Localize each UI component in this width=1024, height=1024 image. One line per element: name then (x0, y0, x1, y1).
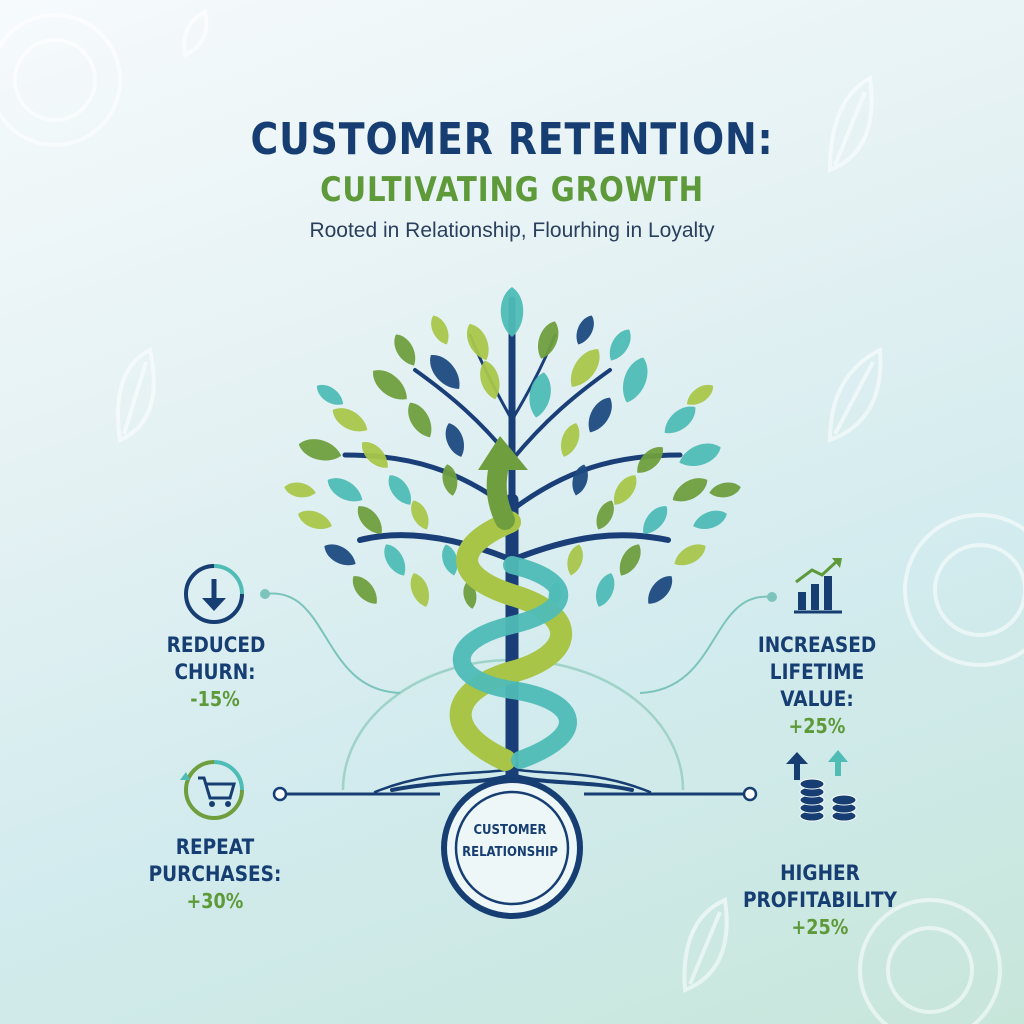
leaf-outline-icon (827, 346, 883, 443)
bar-chart-icon (794, 558, 842, 614)
leaf (500, 287, 524, 337)
metric-reduced-churn: REDUCED CHURN: -15% (166, 632, 266, 713)
leaf (431, 315, 449, 345)
metric-value: +25% (788, 714, 846, 738)
leaf (373, 370, 407, 400)
leaf (410, 573, 429, 607)
leaf (672, 478, 708, 502)
leaf (674, 544, 706, 566)
metric-label-line-1: REPEAT (175, 835, 255, 859)
core-label: CUSTOMER RELATIONSHIP (447, 820, 573, 864)
leaf (362, 442, 388, 468)
metric-value: +30% (186, 889, 244, 913)
tree-roots (373, 768, 652, 798)
leaf (352, 576, 377, 604)
metric-label-line-2: PROFITABILITY (742, 888, 898, 912)
leaf (529, 372, 551, 418)
leaf (430, 355, 460, 389)
leaf (679, 443, 721, 466)
leaf (561, 423, 580, 457)
core-label-line-2: RELATIONSHIP (462, 845, 558, 860)
leaf (388, 475, 412, 505)
connector-ltv (639, 595, 773, 694)
leaf (619, 544, 641, 576)
leaf (596, 500, 614, 530)
leaf (570, 349, 600, 387)
metric-label-line-1: REDUCED (166, 633, 266, 657)
leaf (384, 544, 406, 576)
metric-label-line-1: INCREASED (757, 633, 877, 657)
leaf (609, 329, 631, 361)
metric-repeat-purchases: REPEAT PURCHASES: +30% (140, 834, 290, 915)
leaf (408, 402, 432, 438)
leaf (442, 464, 458, 496)
leaf-outline-icon (827, 74, 874, 173)
leaf (324, 544, 356, 566)
leaf (445, 423, 464, 457)
leaf (637, 447, 663, 473)
leaf-outline-icon (182, 9, 209, 58)
leaf (332, 408, 368, 432)
leaf (411, 500, 429, 530)
core-label-line-1: CUSTOMER (473, 823, 547, 838)
page-subtitle: CULTIVATING GROWTH (320, 170, 704, 210)
leaf (648, 576, 673, 604)
metric-label-line-2: LIFETIME VALUE: (769, 660, 865, 711)
page-title: CUSTOMER RETENTION: (250, 114, 774, 165)
metric-label-line-1: HIGHER (780, 861, 860, 885)
metric-label-line-2: PURCHASES: (148, 862, 282, 886)
metric-value: +25% (791, 915, 849, 939)
leaf (576, 315, 594, 345)
leaf (567, 544, 583, 576)
connector-churn (264, 592, 401, 694)
gear-icon (858, 898, 1002, 1024)
leaf (572, 464, 588, 496)
leaf (316, 384, 344, 405)
leaf (686, 384, 714, 405)
down-arrow-icon (184, 564, 244, 624)
leaf (480, 360, 500, 400)
leaf (664, 406, 696, 434)
leaf (442, 544, 458, 576)
growth-arrow-icon (478, 436, 528, 470)
metric-increased-lifetime-value: INCREASED LIFETIME VALUE: +25% (733, 632, 900, 740)
leaf (613, 475, 637, 505)
metric-higher-profitability: HIGHER PROFITABILITY +25% (741, 860, 899, 941)
leaf (327, 478, 363, 502)
growth-spiral (449, 436, 577, 771)
leaf (466, 323, 489, 361)
leaf (709, 482, 741, 498)
metric-label-line-2: CHURN: (174, 660, 256, 684)
leaf (693, 510, 727, 529)
leaf (538, 321, 559, 359)
coins-icon (786, 750, 857, 822)
gear-icon (903, 513, 1024, 667)
leaf-outline-icon (116, 347, 156, 443)
leaf (643, 506, 668, 534)
tree-canopy (284, 287, 741, 609)
leaf (588, 397, 612, 433)
leaf (596, 573, 615, 607)
background-decoration (0, 9, 1024, 1024)
leaf (623, 357, 648, 403)
leaf-outline-icon (682, 897, 729, 993)
leaf (394, 334, 416, 366)
leaf (298, 439, 342, 461)
leaf (357, 506, 382, 534)
connector-lines (260, 589, 777, 694)
gear-icon (0, 13, 122, 147)
leaf (298, 510, 332, 529)
page-tagline: Rooted in Relationship, Flourhing in Loy… (309, 219, 715, 242)
customer-relationship-core (441, 777, 583, 919)
metric-value: -15% (190, 687, 240, 711)
shopping-cart-icon (180, 760, 244, 820)
leaf (284, 482, 316, 498)
